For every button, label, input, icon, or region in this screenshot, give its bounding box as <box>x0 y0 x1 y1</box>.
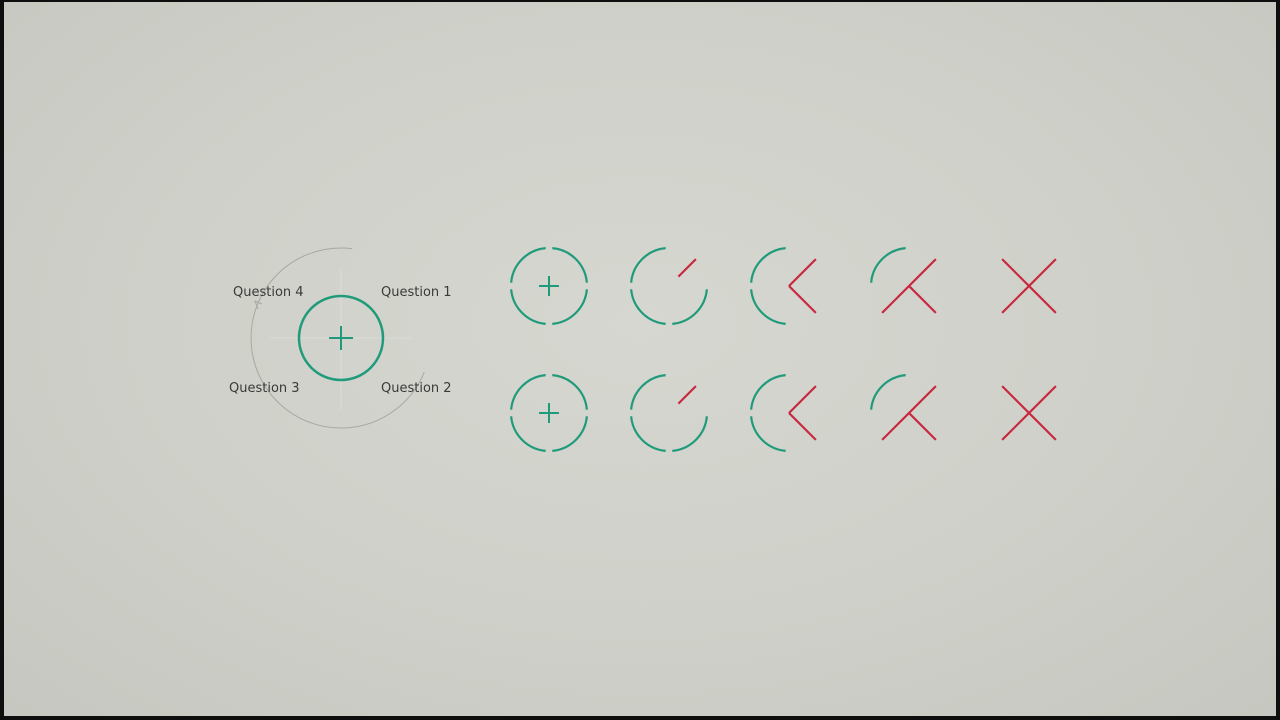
incorrect-stroke <box>1001 412 1030 441</box>
incorrect-stroke <box>908 258 937 287</box>
correct-arc <box>552 247 588 283</box>
incorrect-stroke <box>1001 258 1030 287</box>
correct-arc <box>552 416 588 452</box>
progress-symbol <box>1001 258 1057 314</box>
incorrect-stroke <box>1028 285 1057 314</box>
correct-arc <box>672 416 708 452</box>
correct-arc <box>870 374 906 410</box>
quadrant-legend: Question 4 Question 1 Question 3 Questio… <box>229 247 452 429</box>
correct-arc <box>510 416 546 452</box>
progress-symbol <box>510 374 588 452</box>
incorrect-stroke <box>677 385 697 405</box>
incorrect-stroke <box>788 412 817 441</box>
incorrect-stroke <box>1028 412 1057 441</box>
progress-symbol <box>750 374 817 452</box>
correct-arc <box>870 247 906 283</box>
correct-arc <box>510 289 546 325</box>
slide-background <box>4 2 1276 716</box>
label-question-4: Question 4 <box>233 285 304 300</box>
incorrect-stroke <box>788 385 817 414</box>
progression-grid <box>510 247 1057 452</box>
correct-arc <box>630 374 666 410</box>
incorrect-stroke <box>677 258 697 278</box>
label-question-3: Question 3 <box>229 381 300 396</box>
progress-symbol <box>510 247 588 325</box>
correct-arc <box>630 416 666 452</box>
legend-guide-arrowhead <box>254 300 263 310</box>
correct-arc <box>510 374 546 410</box>
correct-arc <box>630 289 666 325</box>
correct-arc <box>750 247 786 283</box>
progress-symbol <box>1001 385 1057 441</box>
incorrect-stroke <box>908 285 937 314</box>
progress-symbol <box>630 247 708 325</box>
incorrect-stroke <box>788 285 817 314</box>
incorrect-stroke <box>881 285 910 314</box>
incorrect-stroke <box>1028 385 1057 414</box>
progress-symbol <box>750 247 817 325</box>
incorrect-stroke <box>1001 385 1030 414</box>
progress-symbol <box>870 247 937 314</box>
progress-symbol <box>630 374 708 452</box>
correct-arc <box>750 416 786 452</box>
label-question-2: Question 2 <box>381 381 452 396</box>
correct-arc <box>672 289 708 325</box>
correct-arc <box>552 289 588 325</box>
correct-arc <box>750 374 786 410</box>
incorrect-stroke <box>881 412 910 441</box>
correct-arc <box>510 247 546 283</box>
incorrect-stroke <box>1001 285 1030 314</box>
correct-arc <box>552 374 588 410</box>
incorrect-stroke <box>908 412 937 441</box>
progress-symbol <box>870 374 937 441</box>
correct-arc <box>630 247 666 283</box>
incorrect-stroke <box>788 258 817 287</box>
legend-guide-arc <box>250 247 432 429</box>
legend-ring <box>297 294 385 382</box>
incorrect-stroke <box>1028 258 1057 287</box>
incorrect-stroke <box>908 385 937 414</box>
correct-arc <box>750 289 786 325</box>
label-question-1: Question 1 <box>381 285 452 300</box>
